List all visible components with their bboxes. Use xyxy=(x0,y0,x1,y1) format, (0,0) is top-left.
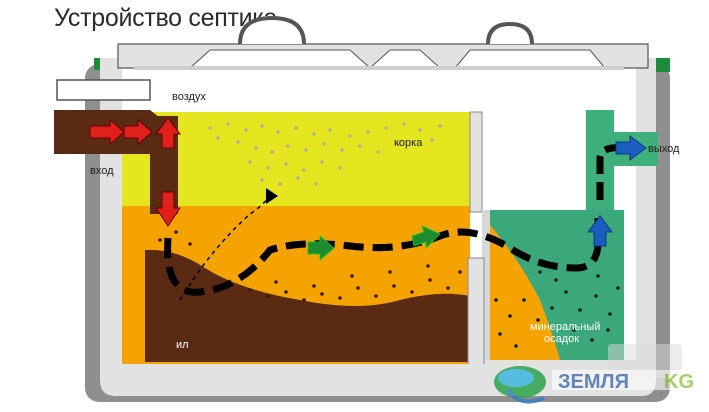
label-crust: корка xyxy=(394,137,423,149)
flow-path xyxy=(164,142,637,301)
inlet-arrows xyxy=(89,117,181,227)
layers xyxy=(122,112,636,366)
svg-text:KG: KG xyxy=(664,371,694,393)
label-inlet: вход xyxy=(90,165,114,177)
label-outlet: выход xyxy=(648,143,680,155)
outlet-pipe xyxy=(586,110,658,210)
svg-text:ЗЕМЛЯ: ЗЕМЛЯ xyxy=(558,371,629,393)
page-title: Устройство септика xyxy=(54,4,278,32)
arrow-green-1 xyxy=(307,235,335,261)
green-arrows xyxy=(307,225,441,261)
arrow-up-red xyxy=(155,117,181,149)
top-slab xyxy=(117,15,649,70)
crust-dots xyxy=(208,122,442,186)
arrow-right-red-1 xyxy=(89,118,125,146)
blue-arrows xyxy=(587,135,647,247)
label-mineral-line1: минеральный xyxy=(530,321,600,333)
arrow-blue-up xyxy=(587,215,613,247)
mineral-zone xyxy=(486,210,624,360)
arrow-green-2 xyxy=(411,225,441,249)
arrow-right-red-2 xyxy=(123,118,153,146)
arrow-down-red xyxy=(155,191,181,227)
sediment-dots xyxy=(158,230,462,302)
label-sludge: ил xyxy=(176,339,189,351)
label-air: воздух xyxy=(172,91,206,103)
label-mineral-line2: осадок xyxy=(544,333,579,345)
watermark-stamp xyxy=(608,344,682,378)
watermark-logo: ЗЕМЛЯ KG xyxy=(494,344,702,404)
arrow-blue-right xyxy=(615,135,647,161)
